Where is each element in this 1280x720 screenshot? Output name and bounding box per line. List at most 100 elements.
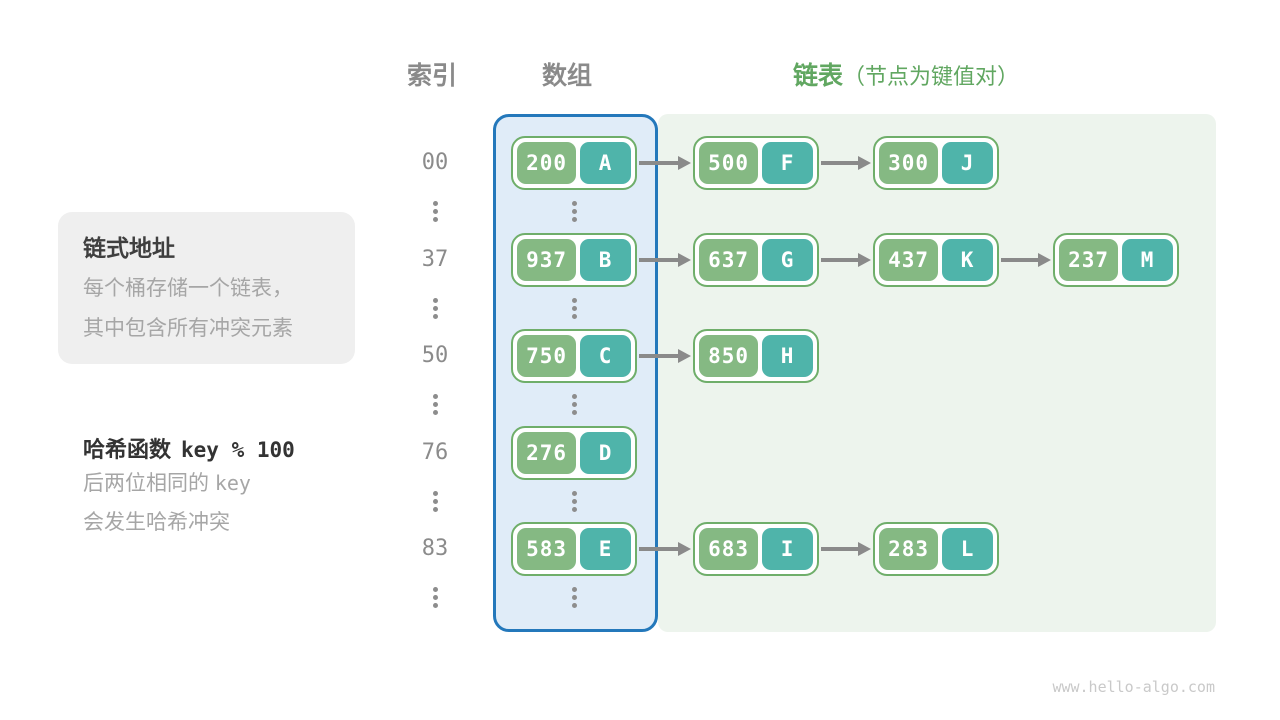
index-ellipsis-dots bbox=[432, 297, 438, 319]
arrow-head bbox=[858, 156, 871, 170]
hash-note-line2-code: key bbox=[214, 471, 251, 495]
node-value: F bbox=[762, 142, 813, 184]
ellipsis-dot bbox=[432, 305, 438, 311]
hash-function-label: 哈希函数 bbox=[83, 437, 172, 462]
ellipsis-dot bbox=[571, 498, 577, 504]
ellipsis-dot bbox=[571, 305, 577, 311]
ellipsis-dot bbox=[432, 595, 438, 601]
ellipsis-dot bbox=[571, 587, 577, 593]
arrow-shaft bbox=[821, 257, 860, 262]
arrow-shaft bbox=[639, 547, 680, 551]
arrow-head bbox=[858, 542, 871, 556]
next-pointer-arrow bbox=[821, 542, 871, 556]
node-key: 750 bbox=[517, 335, 577, 377]
ellipsis-dot bbox=[432, 402, 438, 408]
next-pointer-arrow bbox=[639, 349, 691, 363]
next-pointer-arrow bbox=[639, 252, 691, 267]
node-value: E bbox=[580, 528, 631, 570]
node-value: I bbox=[762, 528, 813, 570]
node-value: H bbox=[762, 335, 813, 377]
node-key: 937 bbox=[517, 238, 577, 281]
callout-title: 链式地址 bbox=[83, 235, 175, 261]
hash-function-note: 哈希函数 key % 100 后两位相同的 key 会发生哈希冲突 bbox=[83, 432, 295, 542]
arrow-head bbox=[1038, 252, 1051, 267]
ellipsis-dot bbox=[432, 410, 438, 416]
node-value: B bbox=[580, 238, 631, 281]
ellipsis-dot bbox=[571, 595, 577, 601]
node-value: G bbox=[762, 238, 813, 281]
node-key: 283 bbox=[879, 528, 939, 570]
array-ellipsis-dots bbox=[571, 490, 577, 512]
callout-line-1: 每个桶存储一个链表， bbox=[83, 277, 293, 300]
index-ellipsis-dots bbox=[432, 490, 438, 512]
node-key: 850 bbox=[699, 335, 759, 377]
index-ellipsis-dots bbox=[432, 394, 438, 416]
arrow-head bbox=[678, 349, 691, 363]
node-key: 500 bbox=[699, 142, 759, 184]
next-pointer-arrow bbox=[1001, 252, 1051, 267]
index-label: 00 bbox=[421, 150, 449, 175]
node-key: 683 bbox=[699, 528, 759, 570]
linked-list-header-note: （节点为键值对） bbox=[843, 64, 1020, 89]
next-pointer-arrow bbox=[821, 252, 871, 267]
arrow-shaft bbox=[1001, 257, 1040, 262]
node-value: J bbox=[942, 142, 993, 184]
ellipsis-dot bbox=[432, 587, 438, 593]
arrow-shaft bbox=[639, 161, 680, 165]
node-key: 237 bbox=[1059, 238, 1119, 281]
ellipsis-dot bbox=[432, 603, 438, 609]
arrow-shaft bbox=[639, 257, 680, 262]
arrow-shaft bbox=[821, 547, 860, 551]
ellipsis-dot bbox=[432, 209, 438, 215]
linked-list-header-label: 链表 bbox=[793, 62, 844, 90]
next-pointer-arrow bbox=[639, 156, 691, 170]
hash-note-line-3: 会发生哈希冲突 bbox=[83, 511, 230, 534]
node-value: D bbox=[580, 431, 631, 474]
ellipsis-dot bbox=[571, 394, 577, 400]
ellipsis-dot bbox=[432, 490, 438, 496]
index-ellipsis-dots bbox=[432, 587, 438, 609]
node-value: M bbox=[1122, 238, 1173, 281]
node-key: 437 bbox=[879, 238, 939, 281]
ellipsis-dot bbox=[432, 498, 438, 504]
arrow-head bbox=[858, 252, 871, 267]
watermark: www.hello-algo.com bbox=[1052, 678, 1215, 696]
ellipsis-dot bbox=[571, 603, 577, 609]
ellipsis-dot bbox=[571, 201, 577, 207]
index-label: 76 bbox=[421, 439, 449, 465]
ellipsis-dot bbox=[571, 297, 577, 303]
ellipsis-dot bbox=[571, 217, 577, 223]
node-key: 276 bbox=[517, 431, 577, 474]
index-ellipsis-dots bbox=[432, 201, 438, 223]
node-value: K bbox=[942, 238, 993, 281]
hash-note-line2-text: 后两位相同的 bbox=[83, 472, 209, 495]
array-ellipsis-dots bbox=[571, 297, 577, 319]
ellipsis-dot bbox=[432, 297, 438, 303]
hash-function-title: 哈希函数 key % 100 bbox=[83, 432, 295, 464]
arrow-head bbox=[678, 542, 691, 556]
index-label: 37 bbox=[421, 246, 449, 272]
ellipsis-dot bbox=[432, 313, 438, 319]
next-pointer-arrow bbox=[821, 156, 871, 170]
hash-function-formula: key % 100 bbox=[181, 438, 295, 462]
chaining-callout-box: 链式地址 每个桶存储一个链表， 其中包含所有冲突元素 bbox=[58, 212, 355, 364]
ellipsis-dot bbox=[432, 201, 438, 207]
array-ellipsis-dots bbox=[571, 587, 577, 609]
ellipsis-dot bbox=[571, 506, 577, 512]
callout-description: 每个桶存储一个链表， 其中包含所有冲突元素 bbox=[83, 269, 293, 349]
column-header-linked-list: 链表 （节点为键值对） bbox=[793, 56, 1019, 92]
ellipsis-dot bbox=[571, 209, 577, 215]
index-label: 83 bbox=[421, 536, 449, 561]
ellipsis-dot bbox=[571, 313, 577, 319]
node-key: 200 bbox=[517, 142, 577, 184]
